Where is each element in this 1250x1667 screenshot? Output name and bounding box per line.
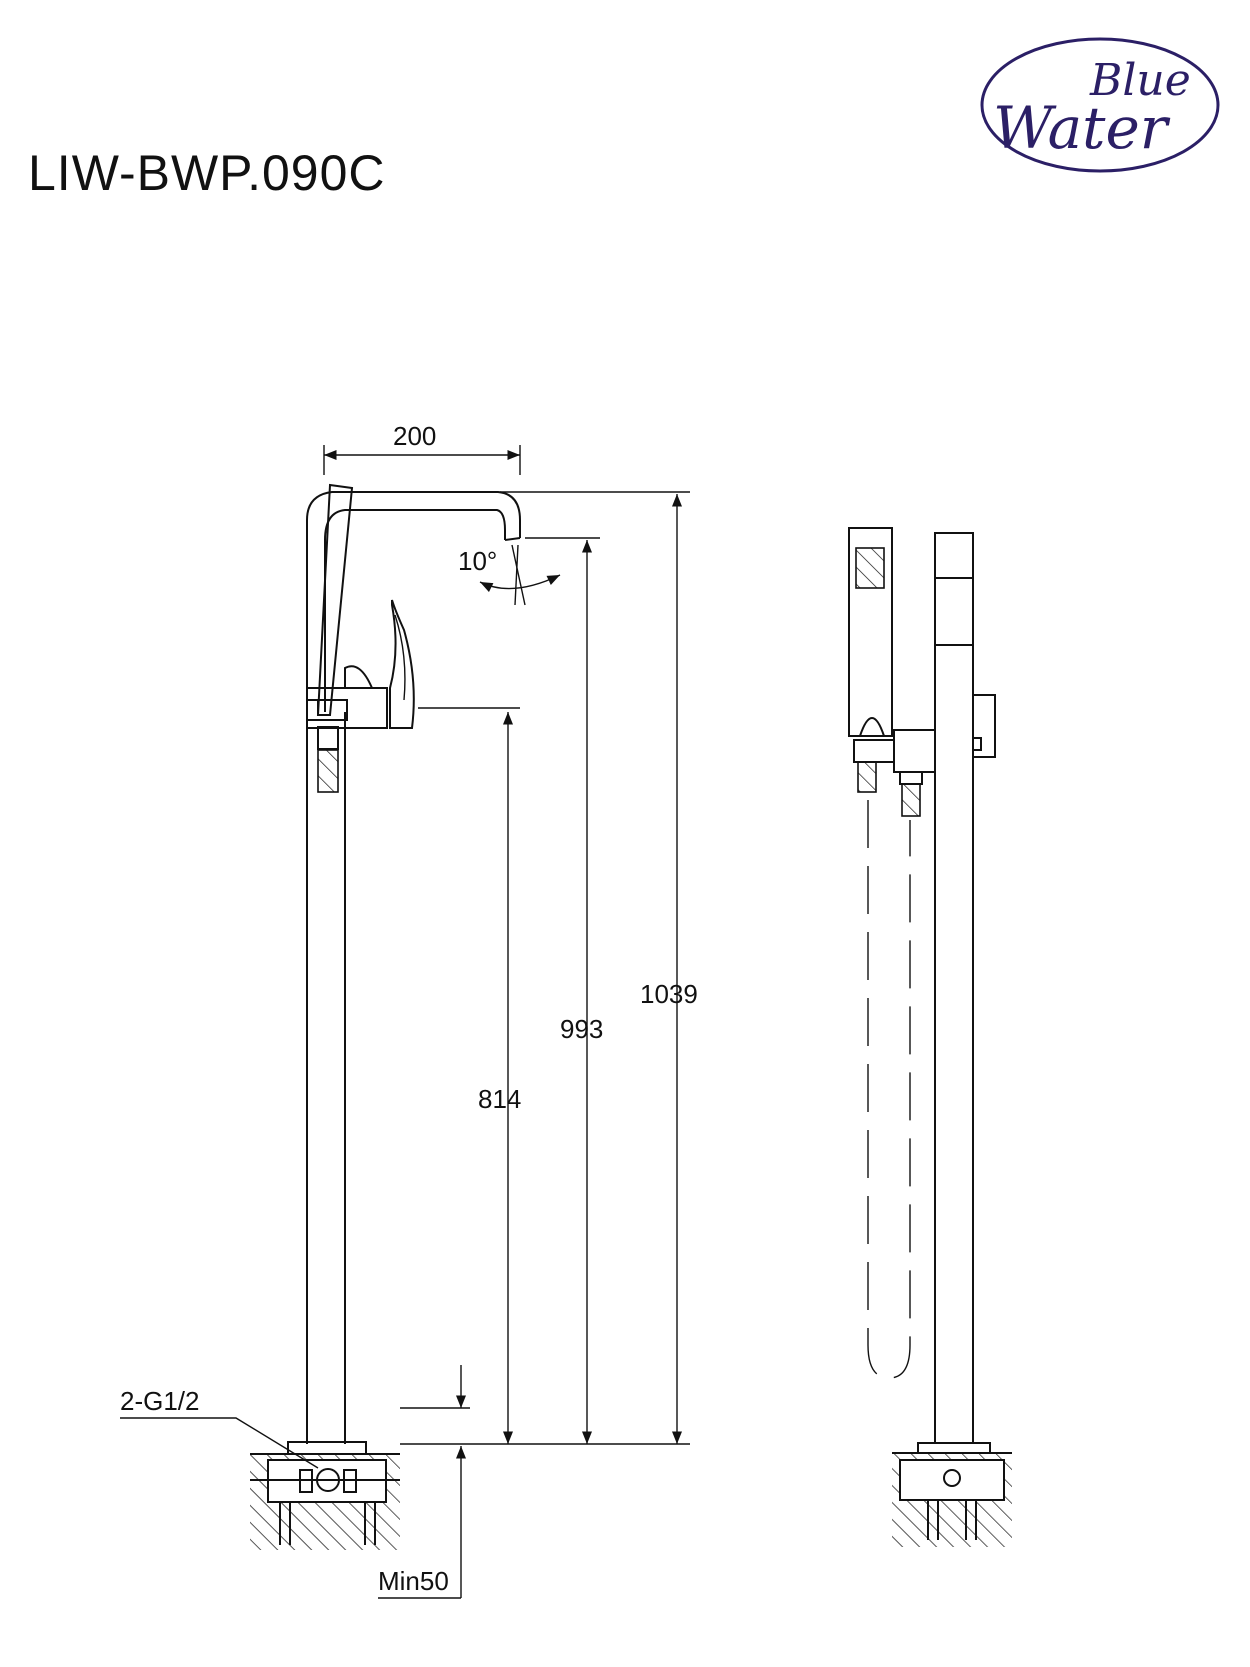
total-height-label: 1039 <box>640 979 698 1009</box>
width-label: 200 <box>393 421 436 451</box>
connection-label: 2-G1/2 <box>120 1386 200 1416</box>
logo-line2: Water <box>993 94 1171 162</box>
side-view: 10° 2-G1/2 <box>120 421 698 1599</box>
hose-coil <box>317 749 339 793</box>
logo-ellipse <box>980 37 1220 173</box>
logo-line1: Blue <box>1089 55 1191 106</box>
brand-logo: Blue Water <box>980 37 1220 173</box>
front-view <box>848 527 1012 1547</box>
min-depth-label: Min50 <box>378 1566 449 1596</box>
model-title: LIW-BWP.090C <box>28 145 386 201</box>
handle-height-label: 814 <box>478 1084 521 1114</box>
angle-label: 10° <box>458 546 497 576</box>
spout-height-label: 993 <box>560 1014 603 1044</box>
